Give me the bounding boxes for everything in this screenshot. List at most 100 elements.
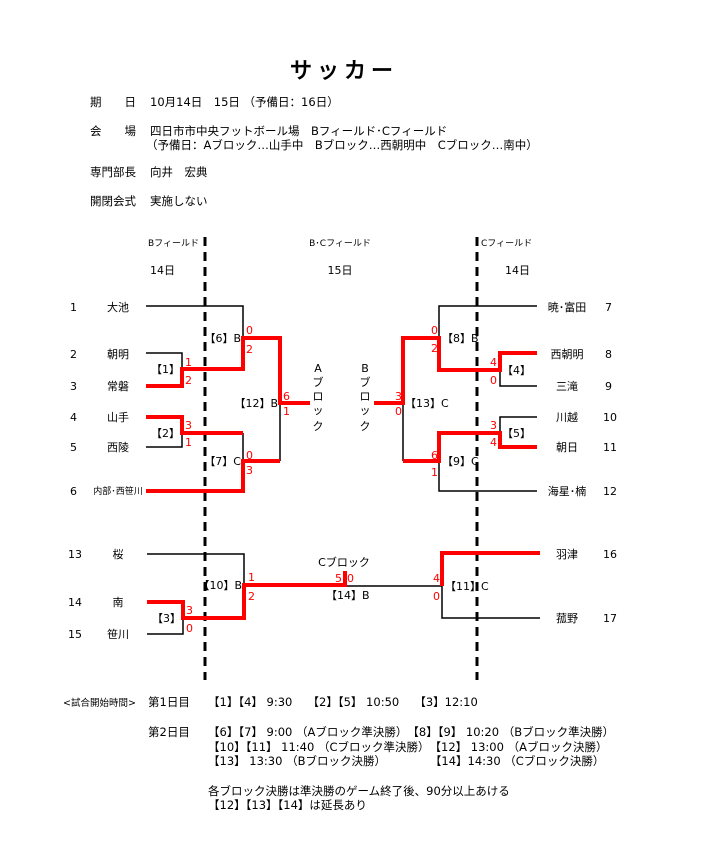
team-number: 17 (603, 612, 617, 625)
match-score: 3 (395, 390, 402, 403)
text: ッ (313, 404, 324, 417)
block-b-label: B ブ ロ ッ ク (360, 362, 371, 433)
match-score: 4 (433, 572, 440, 585)
match-score: 1 (283, 405, 290, 418)
match-score: 4 (490, 356, 497, 369)
match-score: 1 (248, 571, 255, 584)
match-label: 【9】C (442, 455, 479, 468)
team-number: 15 (68, 628, 82, 641)
field-left-day: 14日 (150, 264, 175, 277)
field-left: Bフィールド (148, 239, 199, 249)
team-name: 朝日 (556, 441, 578, 454)
match-score: 0 (490, 374, 497, 387)
team-name: 笹川 (107, 628, 129, 641)
director-value: 向井 宏典 (150, 165, 208, 179)
date-value: 10月14日 15日 （予備日：16日） (150, 95, 339, 109)
team-name: 西朝明 (551, 348, 584, 361)
team-number: 9 (605, 380, 612, 393)
team-name: 西陵 (107, 441, 129, 454)
text: ブ (360, 375, 371, 389)
field-center: B･Cフィールド (309, 239, 371, 249)
block-c-label: Cブロック (318, 555, 370, 569)
match-score: 6 (431, 449, 438, 462)
match-label: 【4】 (502, 364, 531, 377)
team-number: 7 (605, 301, 612, 314)
match-score: 2 (185, 374, 192, 387)
match-score: 0 (246, 449, 253, 462)
match-score: 0 (395, 405, 402, 418)
text: B (361, 362, 369, 375)
field-right: Cフィールド (481, 239, 532, 249)
text: ク (313, 420, 324, 433)
schedule-label: <試合開始時間> (63, 698, 136, 709)
match-score: 0 (431, 324, 438, 337)
day2-line: 【13】 13:30 （Bブロック決勝） 【14】14:30 （Cブロック決勝） (208, 754, 605, 768)
text: ロ (360, 390, 371, 403)
ceremony-value: 実施しない (150, 194, 208, 208)
match-score: 3 (185, 419, 192, 432)
team-number: 11 (603, 441, 617, 454)
team-number: 6 (70, 485, 77, 498)
team-name: 常磐 (107, 379, 129, 393)
match-label: 【14】B (326, 589, 370, 602)
match-score: 2 (248, 590, 255, 603)
text: ッ (360, 404, 371, 417)
match-score: 3 (246, 464, 253, 477)
text: A (314, 362, 322, 375)
team-name: 川越 (556, 410, 578, 424)
match-score: 3 (186, 604, 193, 617)
page-title: サッカー (290, 59, 399, 84)
match-label: 【6】B (204, 332, 241, 345)
match-label: 【13】C (405, 397, 449, 410)
match-score: 0 (186, 622, 193, 635)
team-name: 三滝 (556, 380, 578, 393)
bracket-lines (146, 305, 540, 635)
match-score: 2 (246, 343, 253, 356)
match-score: 0 (433, 590, 440, 603)
team-name: 羽津 (556, 548, 578, 561)
match-label: 【12】B (234, 397, 278, 410)
team-number: 13 (68, 548, 82, 561)
field-center-day: 15日 (328, 264, 353, 277)
team-name: 菰野 (556, 612, 578, 625)
note: 各ブロック決勝は準決勝のゲーム終了後、90分以上あける (208, 784, 510, 798)
match-label: 【1】 (151, 363, 180, 376)
team-number: 8 (605, 348, 612, 361)
team-number: 10 (603, 411, 617, 424)
team-name: 桜 (113, 547, 124, 561)
match-label: 【10】B (198, 579, 242, 592)
team-name: 大池 (107, 300, 129, 314)
text: ク (360, 420, 371, 433)
match-score: 0 (347, 572, 354, 585)
team-number: 5 (70, 441, 77, 454)
match-label: 【3】 (152, 612, 181, 625)
team-number: 3 (70, 380, 77, 393)
team-name: 山手 (107, 410, 129, 424)
match-score: 1 (431, 466, 438, 479)
ceremony-label: 開閉会式 (90, 194, 136, 208)
match-label: 【5】 (502, 427, 531, 440)
team-name: 海星･楠 (548, 484, 587, 498)
day2-line: 【6】【7】 9:00 （Aブロック準決勝） 【8】【9】 10:20 （Bブロ… (208, 725, 615, 739)
match-score: 1 (185, 436, 192, 449)
match-label: 【2】 (151, 427, 180, 440)
director-label: 専門部長 (90, 165, 136, 179)
match-score: 6 (283, 390, 290, 403)
day2-label: 第2日目 (148, 725, 190, 739)
text: ロ (313, 390, 324, 403)
field-right-day: 14日 (505, 264, 530, 277)
match-score: 5 (335, 572, 342, 585)
block-a-label: A ブ ロ ッ ク (313, 362, 324, 433)
day1-label: 第1日目 (148, 695, 190, 709)
venue-label: 会 場 (90, 124, 136, 138)
note: 【12】【13】【14】は延長あり (208, 798, 367, 812)
match-label: 【8】B (442, 332, 479, 345)
match-score: 3 (490, 419, 497, 432)
match-score: 4 (490, 436, 497, 449)
match-label: 【11】C (445, 580, 489, 593)
team-number: 12 (603, 485, 617, 498)
team-name: 朝明 (107, 348, 129, 361)
